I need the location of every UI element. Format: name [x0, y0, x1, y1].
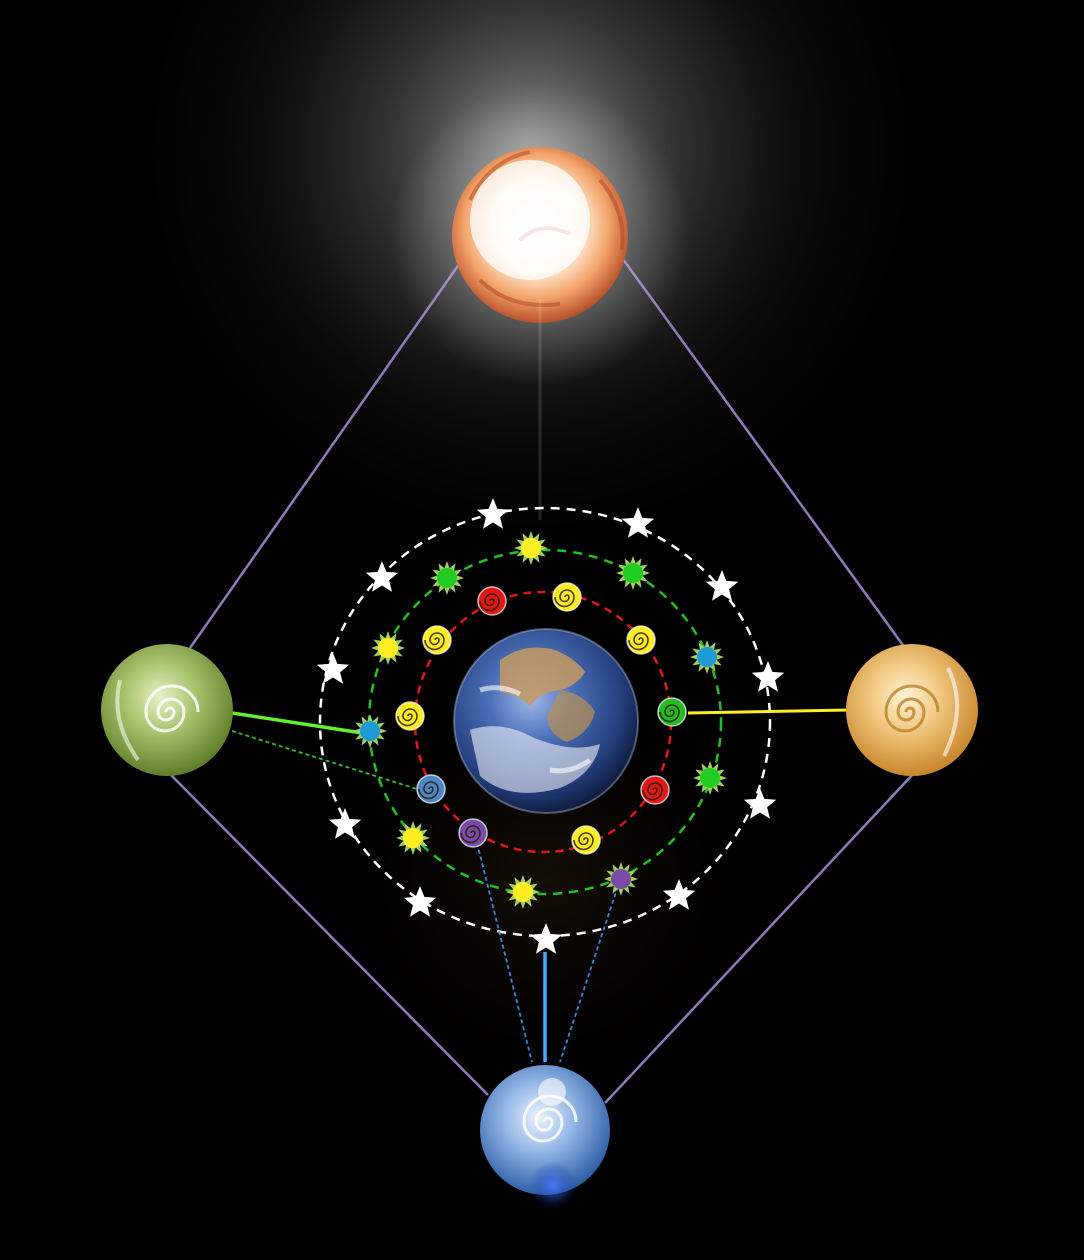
spiral-disc-icon [417, 775, 445, 803]
spiral-disc-icon [572, 826, 600, 854]
spiral-disc-icon [553, 583, 581, 611]
spiral-disc-icon [423, 626, 451, 654]
spiral-disc-icon [627, 626, 655, 654]
earth-icon [454, 629, 638, 813]
spiral-disc-icon [396, 702, 424, 730]
spiral-disc-icon [478, 587, 506, 615]
sunburst-icon [371, 631, 405, 665]
lens-flare [529, 1161, 577, 1209]
green-spiral-orb-icon [101, 644, 233, 776]
blue-spiral-orb-icon [480, 1065, 610, 1209]
gold-spiral-orb-icon [846, 644, 978, 776]
link-gold-solid [688, 710, 848, 713]
spiral-disc-icon [658, 698, 686, 726]
spiral-disc-icon [641, 776, 669, 804]
star-icon [752, 661, 784, 692]
star-icon [317, 653, 349, 684]
star-icon [706, 570, 738, 601]
spiral-disc-icon [459, 819, 487, 847]
sunburst-icon [690, 640, 724, 674]
link-green-solid [232, 713, 362, 733]
